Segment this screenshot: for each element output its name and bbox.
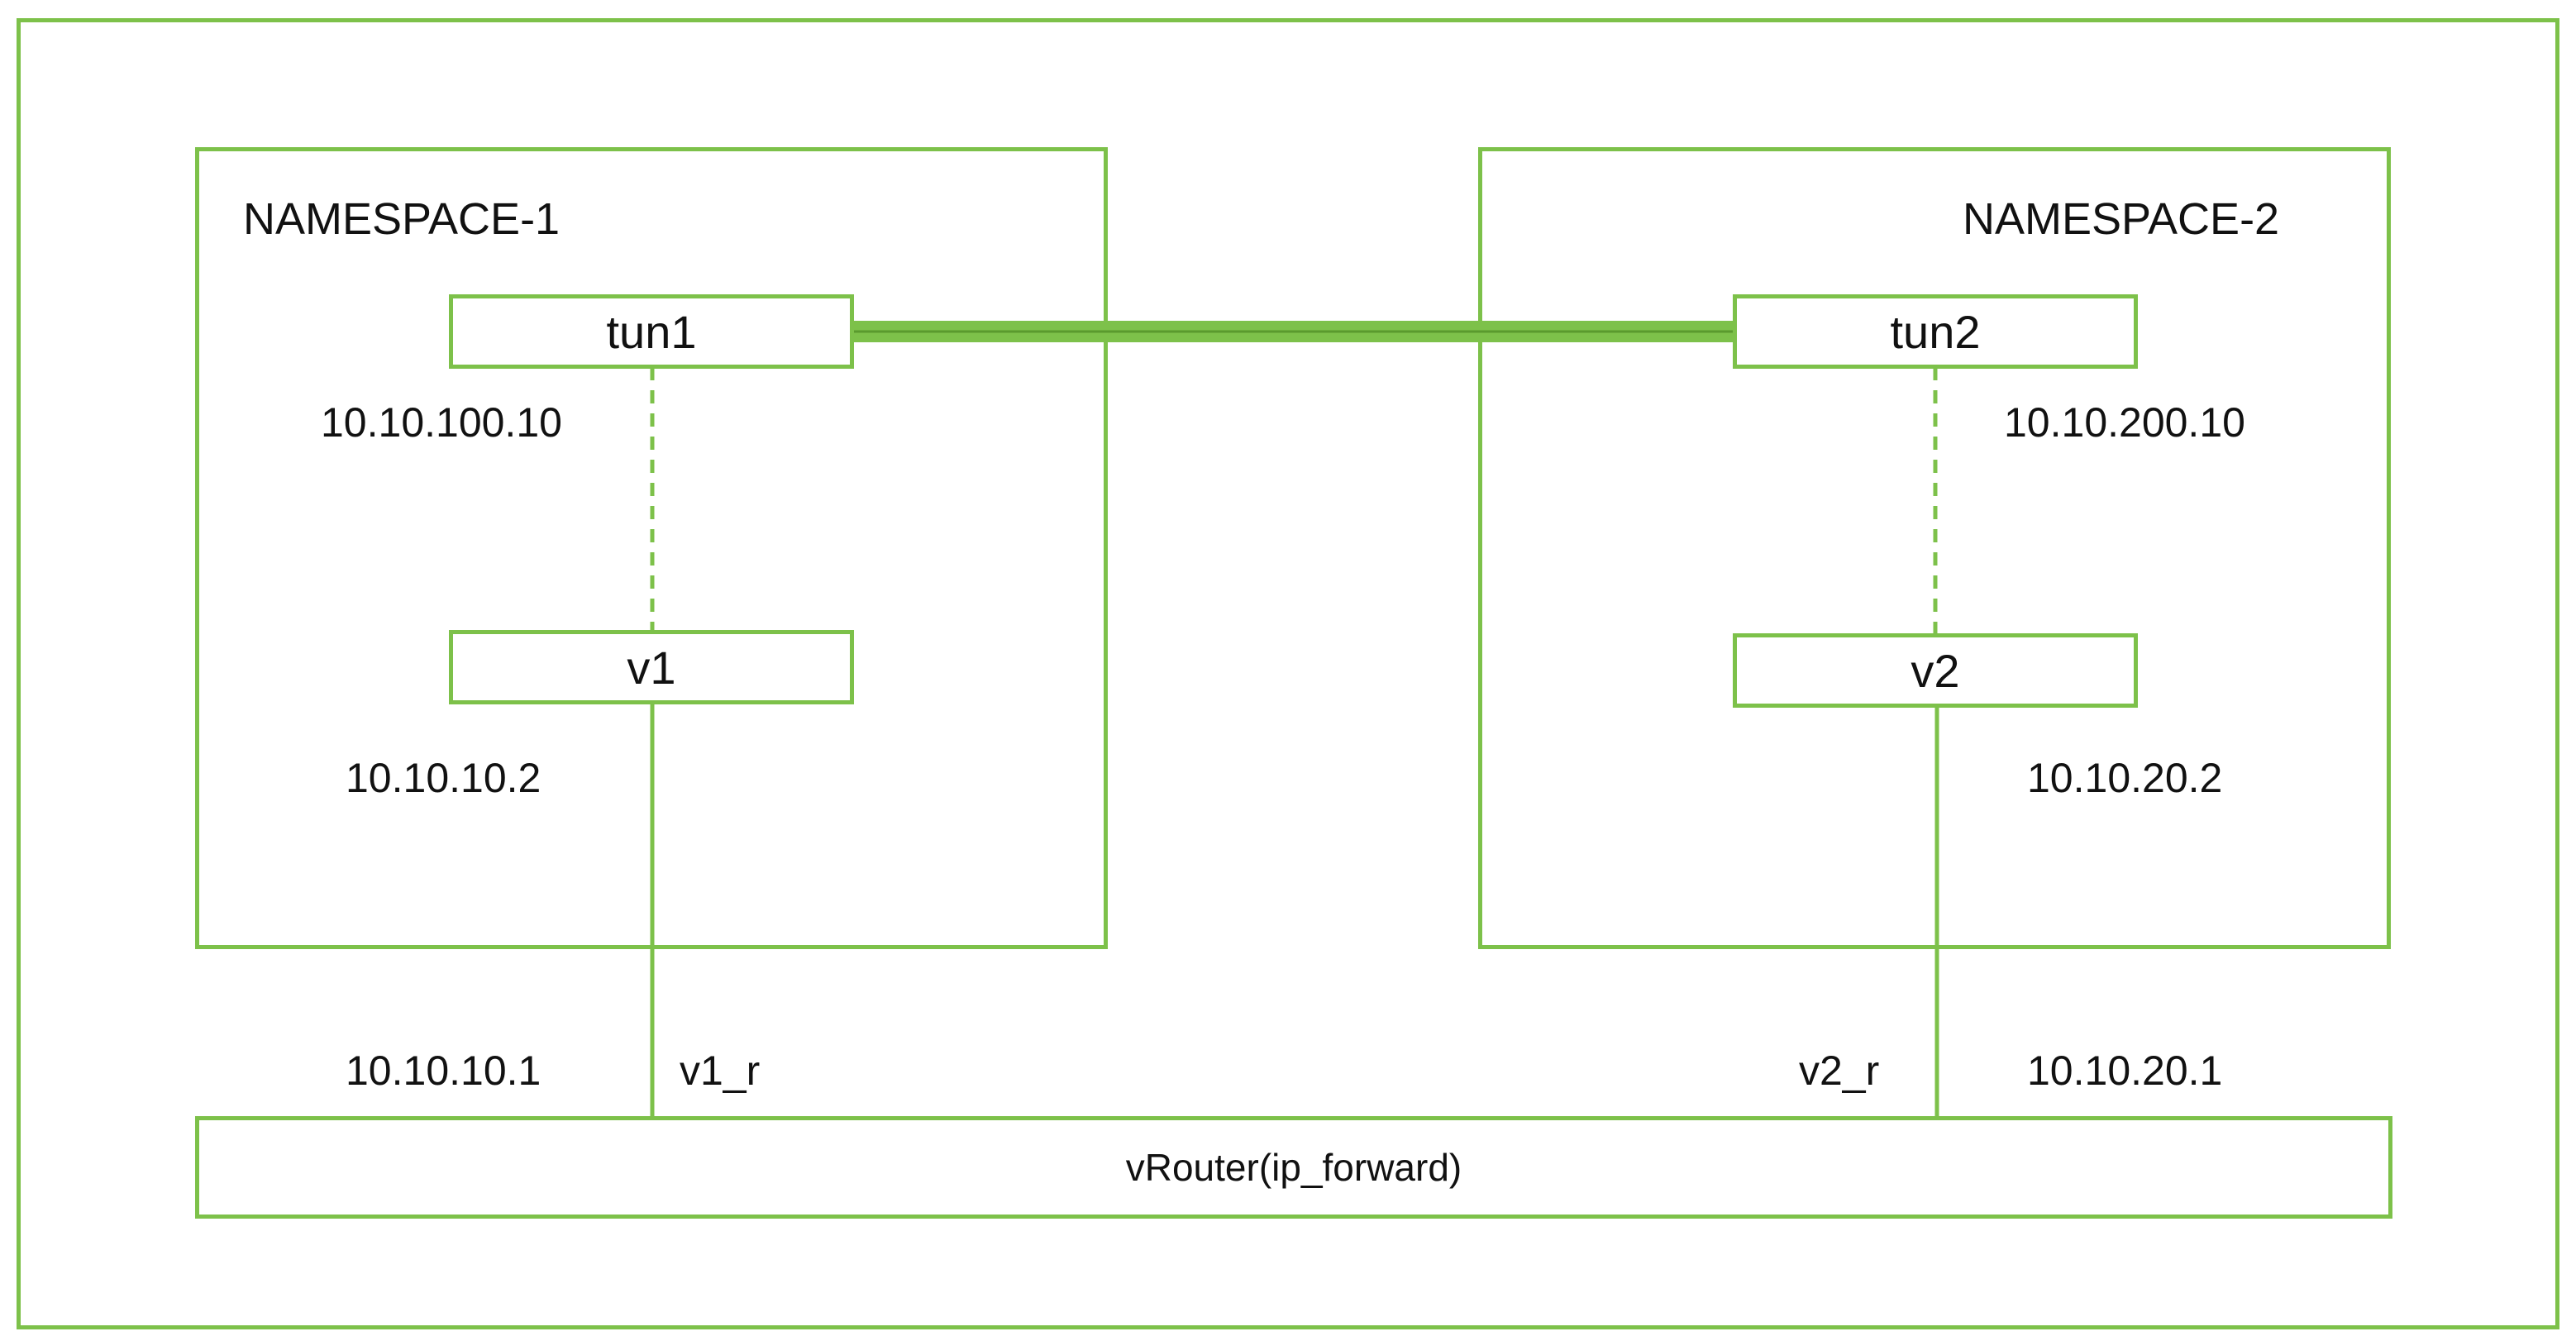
vrouter-label: vRouter(ip_forward) <box>1125 1146 1462 1189</box>
v2-r-ip: 10.10.20.1 <box>2027 1048 2223 1094</box>
namespace-2-box <box>1478 147 2391 949</box>
namespace-2-title: NAMESPACE-2 <box>1963 194 2280 244</box>
tun1-interface: tun1 <box>449 294 854 369</box>
v2-interface: v2 <box>1733 633 2138 708</box>
v1-ip: 10.10.10.2 <box>346 755 541 801</box>
namespace-1-title: NAMESPACE-1 <box>243 194 561 244</box>
v2-ip: 10.10.20.2 <box>2027 755 2223 801</box>
tun2-interface: tun2 <box>1733 294 2138 369</box>
vrouter-box: vRouter(ip_forward) <box>195 1116 2392 1219</box>
v1-interface: v1 <box>449 630 854 704</box>
outer-frame <box>17 18 2559 1329</box>
v1-r-ip: 10.10.10.1 <box>346 1048 541 1094</box>
tun2-ip: 10.10.200.10 <box>2004 399 2245 446</box>
v2-r-name: v2_r <box>1799 1048 1880 1094</box>
v1-r-name: v1_r <box>680 1048 761 1094</box>
tun1-ip: 10.10.100.10 <box>321 399 562 446</box>
